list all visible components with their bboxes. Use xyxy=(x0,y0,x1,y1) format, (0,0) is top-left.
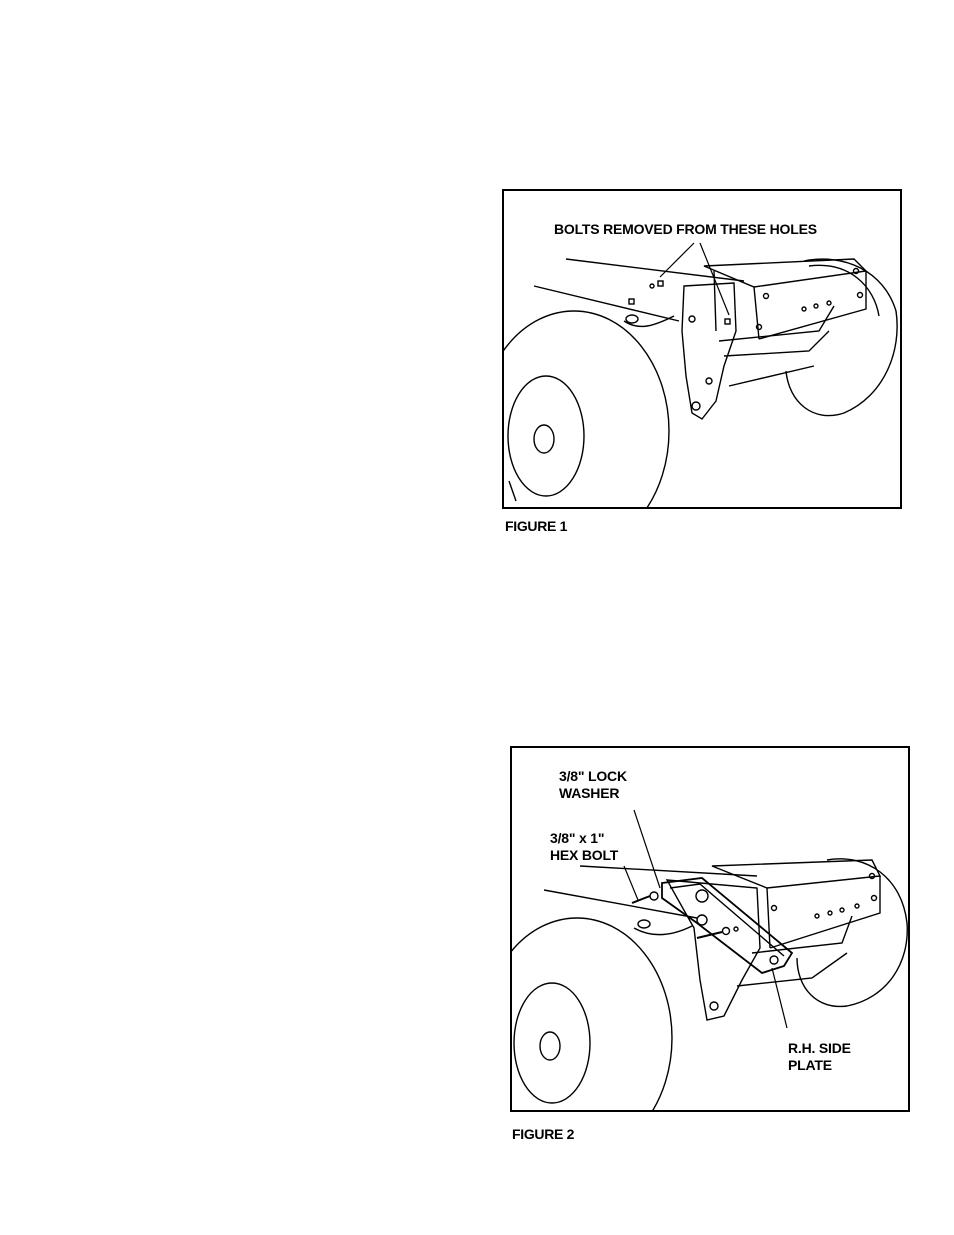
lock-washer-callout: 3/8" LOCK WASHER xyxy=(559,768,627,802)
figure-2-caption: FIGURE 2 xyxy=(512,1126,574,1142)
figure-2-frame: 3/8" LOCK WASHER 3/8" x 1" HEX BOLT R.H.… xyxy=(510,746,910,1112)
hex-bolt-callout: 3/8" x 1" HEX BOLT xyxy=(550,830,618,864)
figure-1-illustration xyxy=(504,191,900,507)
figure-1-frame: BOLTS REMOVED FROM THESE HOLES xyxy=(502,189,902,509)
side-plate-callout: R.H. SIDE PLATE xyxy=(788,1040,851,1074)
bolts-removed-callout: BOLTS REMOVED FROM THESE HOLES xyxy=(554,221,817,238)
figure-1-caption: FIGURE 1 xyxy=(505,518,567,534)
